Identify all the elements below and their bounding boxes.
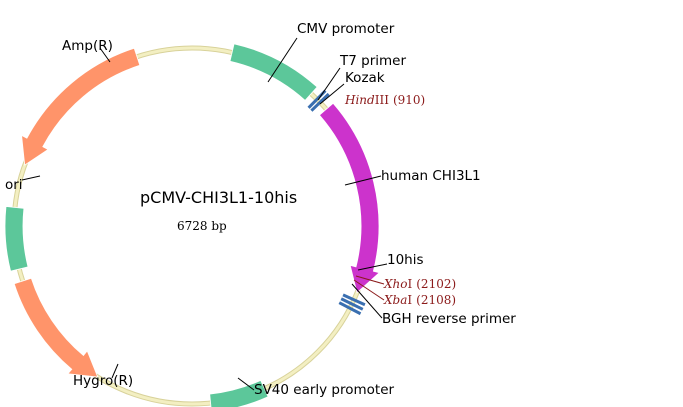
xbai-enzyme-rest: I xyxy=(407,293,412,307)
label-10his: 10his xyxy=(387,252,424,268)
leader-cmv-promoter xyxy=(267,37,298,83)
leader-bgh-reverse-primer xyxy=(351,283,383,319)
xbai-enzyme-italic: Xba xyxy=(383,293,407,307)
label-hindiii-site: HindIII (910) xyxy=(344,93,425,107)
leader-sv40-early-promoter xyxy=(237,377,255,391)
label-bgh-reverse-primer: BGH reverse primer xyxy=(382,311,516,327)
arc-hygro xyxy=(13,277,99,378)
label-hygro: Hygro(R) xyxy=(73,373,133,389)
label-human-chi3l1: human CHI3L1 xyxy=(381,168,481,184)
xhoi-enzyme-rest: I xyxy=(408,277,413,291)
arc-cmv-promoter xyxy=(229,43,318,101)
arc-sv40-early-promoter xyxy=(209,379,269,407)
mark-10his xyxy=(342,293,366,307)
label-sv40-early-promoter: SV40 early promoter xyxy=(254,382,395,398)
leader-10his xyxy=(357,263,388,271)
hindiii-enzyme-italic: Hind xyxy=(344,93,375,107)
leader-kozak xyxy=(319,83,345,105)
leader-xbai xyxy=(353,279,385,301)
label-xhoi-site: XhoI(2102) xyxy=(383,277,456,291)
xhoi-enzyme-italic: Xho xyxy=(383,277,408,291)
plasmid-name: pCMV-CHI3L1-10his xyxy=(140,188,297,207)
plasmid-size: 6728 bp xyxy=(177,219,227,233)
mark-bgh-reverse-primer xyxy=(338,301,362,316)
leader-ori xyxy=(21,175,41,181)
leader-human-chi3l1 xyxy=(344,175,382,186)
label-amp: Amp(R) xyxy=(62,38,113,54)
leader-t7-primer xyxy=(317,67,341,101)
primer-marks xyxy=(307,89,366,316)
xbai-position: (2108) xyxy=(416,293,456,307)
label-kozak: Kozak xyxy=(345,70,385,86)
mark-xhoi xyxy=(340,297,364,311)
leader-amp xyxy=(99,47,111,63)
label-ori: ori xyxy=(5,177,23,193)
xhoi-position: (2102) xyxy=(416,277,456,291)
feature-arcs xyxy=(4,43,381,407)
label-leader-lines xyxy=(21,37,388,391)
label-xbai-site: XbaI (2108) xyxy=(383,293,456,307)
hindiii-position: (910) xyxy=(393,93,425,107)
arc-human-chi3l1 xyxy=(318,102,381,294)
leader-xhoi xyxy=(355,275,385,285)
leader-hygro xyxy=(111,363,119,379)
label-cmv-promoter: CMV promoter xyxy=(297,21,395,37)
label-t7-primer: T7 primer xyxy=(339,53,406,69)
mark-kozak xyxy=(310,92,330,112)
arc-ori xyxy=(4,206,29,272)
arc-amp xyxy=(21,47,141,166)
hindiii-enzyme-rest: III xyxy=(375,93,389,107)
